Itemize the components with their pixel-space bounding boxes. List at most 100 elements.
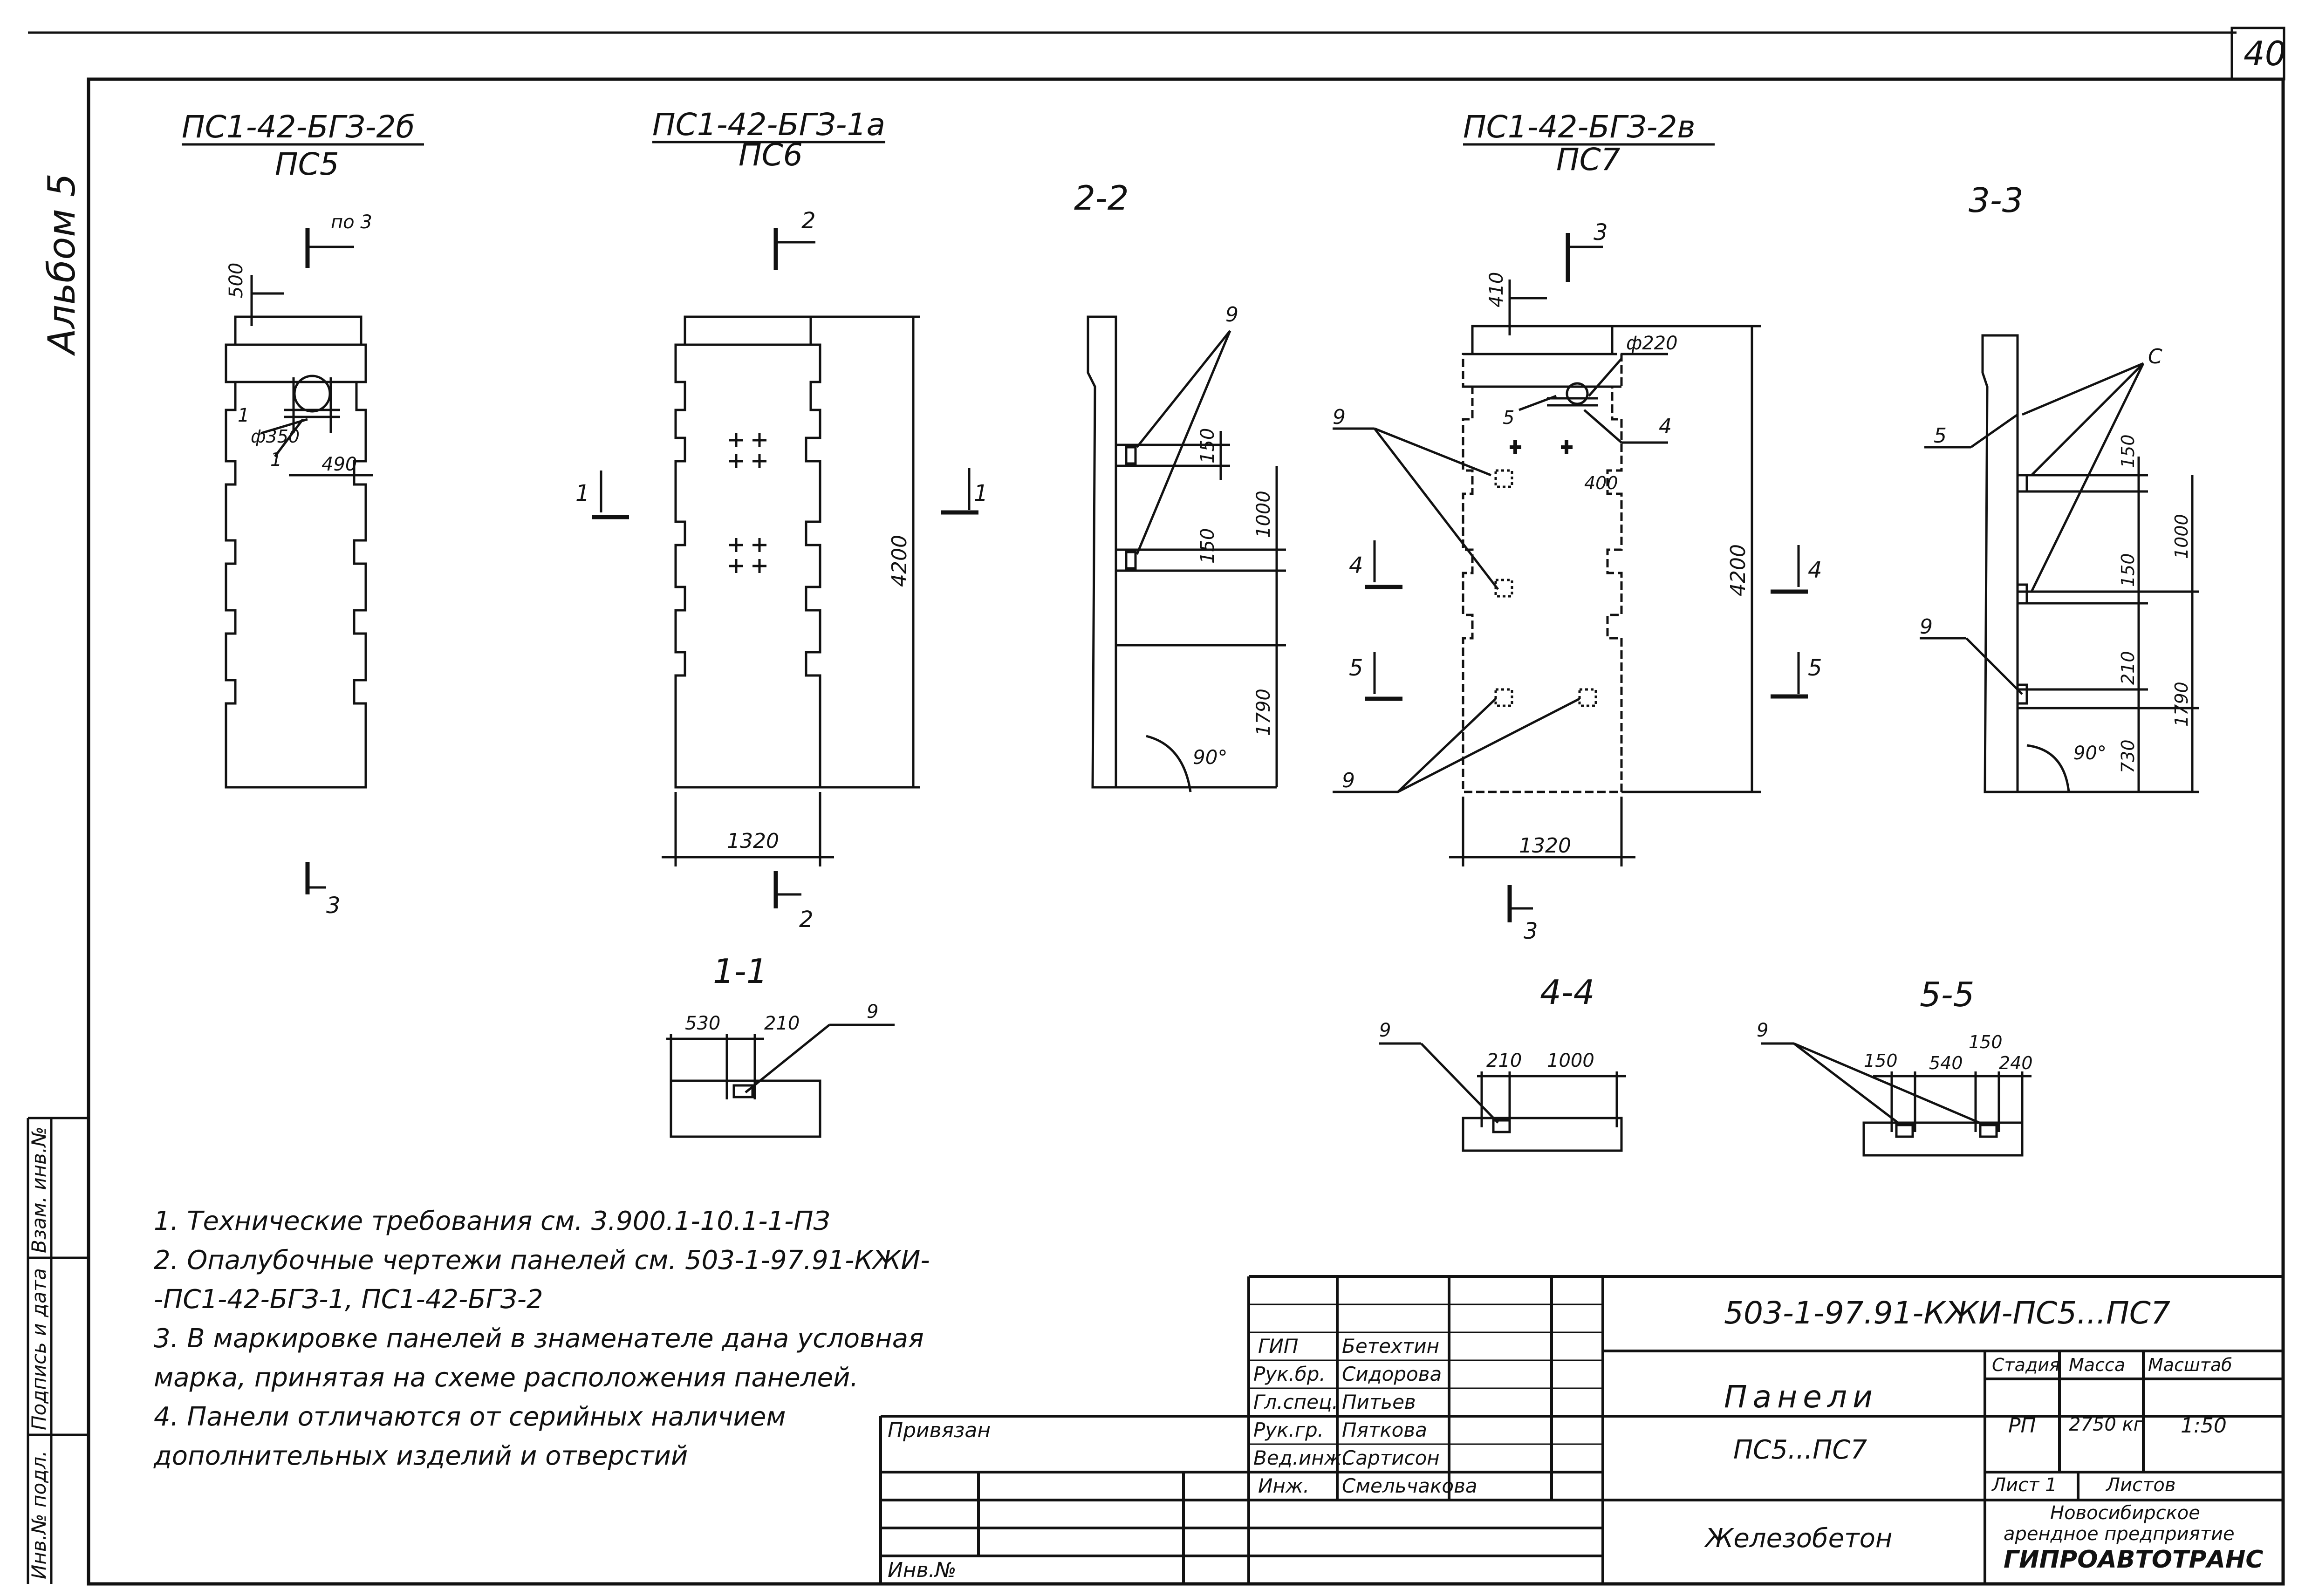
name-gl-spec: Питьев bbox=[1342, 1391, 1416, 1413]
stage-value: РП bbox=[2008, 1414, 2036, 1438]
mass-value: 2750 кг bbox=[2069, 1414, 2143, 1435]
stage-label: Стадия bbox=[1992, 1355, 2060, 1375]
ps5-mark-3: 3 bbox=[326, 893, 341, 919]
ps7-mark-5: 5 bbox=[1503, 407, 1514, 429]
material: Железобетон bbox=[1705, 1523, 1893, 1554]
stamp-podpis-data: Подпись и дата bbox=[27, 1268, 50, 1430]
document-title-1: Панели bbox=[1724, 1379, 1878, 1415]
s11-dim-210: 210 bbox=[764, 1013, 800, 1034]
s33-angle: 90° bbox=[2073, 743, 2107, 764]
section-title-4-4: 4-4 bbox=[1540, 973, 1595, 1012]
s55-dim-150b: 150 bbox=[1969, 1032, 2003, 1052]
s22-dim-1790: 1790 bbox=[1253, 689, 1274, 736]
section-1-1-drawing bbox=[666, 1023, 895, 1138]
role-gl-spec: Гл.спец. bbox=[1253, 1391, 1338, 1413]
name-gip: Бетехтин bbox=[1342, 1335, 1440, 1357]
ps7-mark-5-right: 5 bbox=[1808, 655, 1822, 681]
album-label: Альбом 5 bbox=[40, 173, 83, 356]
ps7-mark-5-left: 5 bbox=[1349, 655, 1363, 681]
panel-title-ps6: ПС1-42-БГЗ-1а ПС6 bbox=[652, 107, 885, 173]
role-ved-inzh: Вед.инж. bbox=[1253, 1446, 1348, 1469]
ps7-mark-3-top: 3 bbox=[1594, 219, 1608, 246]
document-code: 503-1-97.91-КЖИ-ПС5...ПС7 bbox=[1724, 1295, 2170, 1331]
svg-text:ПС1-42-БГЗ-1а: ПС1-42-БГЗ-1а bbox=[652, 107, 885, 143]
panel-ps6-outline bbox=[592, 228, 978, 908]
org-line-2: арендное предприятие bbox=[2004, 1523, 2235, 1545]
s44-dim-1000: 1000 bbox=[1547, 1050, 1594, 1071]
ps5-mark-po3: по 3 bbox=[331, 211, 372, 233]
ps7-mark-4: 4 bbox=[1659, 415, 1672, 438]
svg-text:ПС5: ПС5 bbox=[275, 146, 339, 182]
ps6-mark-2-bot: 2 bbox=[799, 907, 814, 933]
section-5-5-drawing bbox=[1761, 1042, 2032, 1157]
org-line-1: Новосибирское bbox=[2050, 1502, 2200, 1524]
ps6-mark-1-left: 1 bbox=[575, 480, 590, 506]
role-ruk-br: Рук.бр. bbox=[1253, 1363, 1326, 1385]
scale-label: Масштаб bbox=[2148, 1355, 2232, 1375]
svg-text:ПС1-42-БГЗ-2в: ПС1-42-БГЗ-2в bbox=[1463, 109, 1695, 145]
s11-dim-530: 530 bbox=[685, 1013, 720, 1034]
ps5-dim-490: 490 bbox=[321, 454, 357, 475]
ps7-dim-4200: 4200 bbox=[1726, 544, 1750, 596]
inv-no-label: Инв.№ bbox=[888, 1558, 957, 1582]
s33-dim-730: 730 bbox=[2118, 739, 2138, 773]
s33-dim-150a: 150 bbox=[2118, 434, 2138, 468]
ps7-mark-4-left: 4 bbox=[1349, 552, 1363, 579]
ps7-mark-3-bot: 3 bbox=[1524, 918, 1538, 944]
ps6-dim-1320: 1320 bbox=[727, 829, 779, 853]
ps7-dim-220: ф220 bbox=[1626, 333, 1678, 354]
section-3-3-drawing bbox=[1920, 334, 2199, 793]
note-line: дополнительных изделий и отверстий bbox=[154, 1441, 688, 1471]
s22-angle: 90° bbox=[1193, 746, 1227, 769]
document-title-2: ПС5...ПС7 bbox=[1733, 1435, 1867, 1465]
s55-dim-240: 240 bbox=[1999, 1053, 2033, 1073]
mass-label: Масса bbox=[2069, 1355, 2126, 1375]
ps5-mark-1a: 1 bbox=[238, 405, 249, 426]
panel-title-ps5: ПС1-42-БГЗ-2б ПС5 bbox=[182, 109, 424, 182]
s55-mark-9: 9 bbox=[1757, 1020, 1768, 1041]
ps7-mark-9-top: 9 bbox=[1333, 405, 1346, 429]
ps6-mark-2-top: 2 bbox=[801, 208, 816, 234]
note-line: 1. Технические требования см. 3.900.1-10… bbox=[154, 1206, 830, 1236]
note-line: 2. Опалубочные чертежи панелей см. 503-1… bbox=[154, 1245, 930, 1275]
s11-mark-9: 9 bbox=[867, 1001, 878, 1023]
s33-dim-1000: 1000 bbox=[2171, 514, 2192, 559]
ps5-dim-500: 500 bbox=[226, 263, 247, 298]
s33-mark-C: С bbox=[2148, 345, 2162, 368]
section-4-4-drawing bbox=[1379, 1042, 1626, 1152]
s44-dim-210: 210 bbox=[1486, 1050, 1522, 1071]
role-inzh: Инж. bbox=[1258, 1474, 1310, 1497]
s22-dim-150a: 150 bbox=[1197, 428, 1218, 464]
sheet-number: 40 bbox=[2244, 34, 2286, 73]
section-title-5-5: 5-5 bbox=[1920, 975, 1975, 1014]
scale-value: 1:50 bbox=[2181, 1414, 2227, 1438]
org-line-3: ГИПРОАВТОТРАНС bbox=[2004, 1546, 2264, 1574]
name-inzh: Смельчакова bbox=[1342, 1474, 1477, 1497]
ps7-mark-4-right: 4 bbox=[1808, 557, 1822, 583]
name-ved-inzh: Сартисон bbox=[1342, 1446, 1440, 1469]
role-gip: ГИП bbox=[1258, 1335, 1299, 1357]
ps7-dim-1320: 1320 bbox=[1519, 834, 1571, 858]
note-line: 4. Панели отличаются от серийных наличие… bbox=[154, 1402, 786, 1432]
ps7-dim-400: 400 bbox=[1584, 473, 1618, 493]
name-ruk-gr: Пяткова bbox=[1342, 1419, 1427, 1441]
note-line: 3. В маркировке панелей в знаменателе да… bbox=[154, 1323, 924, 1354]
ps6-mark-1-right: 1 bbox=[974, 480, 988, 506]
sheet-number-box bbox=[2230, 27, 2285, 81]
ps5-mark-1b: 1 bbox=[270, 449, 282, 471]
note-line: марка, принятая на схеме расположения па… bbox=[154, 1363, 859, 1393]
s22-dim-1000: 1000 bbox=[1253, 491, 1274, 538]
section-2-2-drawing bbox=[1087, 315, 1286, 792]
ps7-dim-410: 410 bbox=[1486, 272, 1507, 307]
general-notes: 1. Технические требования см. 3.900.1-10… bbox=[154, 1202, 930, 1476]
s33-mark-5: 5 bbox=[1934, 424, 1947, 448]
svg-text:ПС6: ПС6 bbox=[739, 137, 803, 173]
section-title-3-3: 3-3 bbox=[1969, 181, 2024, 220]
sheets-label: Листов bbox=[2106, 1474, 2176, 1496]
panel-title-ps7: ПС1-42-БГЗ-2в ПС7 bbox=[1463, 109, 1715, 177]
privyazan-label: Привязан bbox=[888, 1419, 991, 1442]
panel-ps7-outline bbox=[1333, 233, 1808, 922]
stamp-vzam-inv: Взам. инв.№ bbox=[27, 1126, 50, 1253]
s55-dim-150a: 150 bbox=[1864, 1050, 1898, 1071]
ps6-crosses bbox=[729, 433, 766, 573]
